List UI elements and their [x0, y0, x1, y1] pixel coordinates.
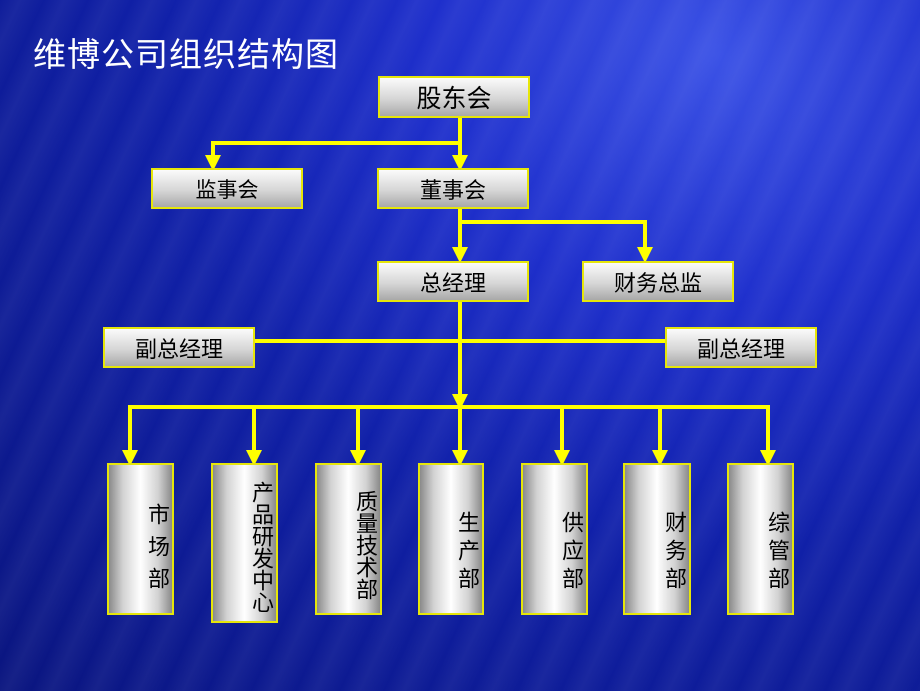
dept-production: 生产部 — [418, 463, 484, 615]
node-vice-gm-right: 副总经理 — [665, 327, 817, 368]
node-supervisors: 监事会 — [151, 168, 303, 209]
node-shareholders: 股东会 — [378, 76, 530, 118]
page-title: 维博公司组织结构图 — [33, 35, 339, 74]
node-board: 董事会 — [377, 168, 529, 209]
line-board-to-cfo — [458, 220, 653, 263]
node-cfo: 财务总监 — [582, 261, 734, 302]
dept-supply: 供应部 — [521, 463, 588, 615]
node-vice-gm-left: 副总经理 — [103, 327, 255, 368]
dept-marketing: 市场部 — [107, 463, 174, 615]
dept-finance: 财务部 — [623, 463, 691, 615]
dept-rnd-center: 产品研发中心 — [211, 463, 278, 623]
dept-admin: 综管部 — [727, 463, 794, 615]
dept-quality-tech: 质量技术部 — [315, 463, 382, 615]
line-to-supervisors — [205, 141, 462, 171]
node-gm: 总经理 — [377, 261, 529, 302]
